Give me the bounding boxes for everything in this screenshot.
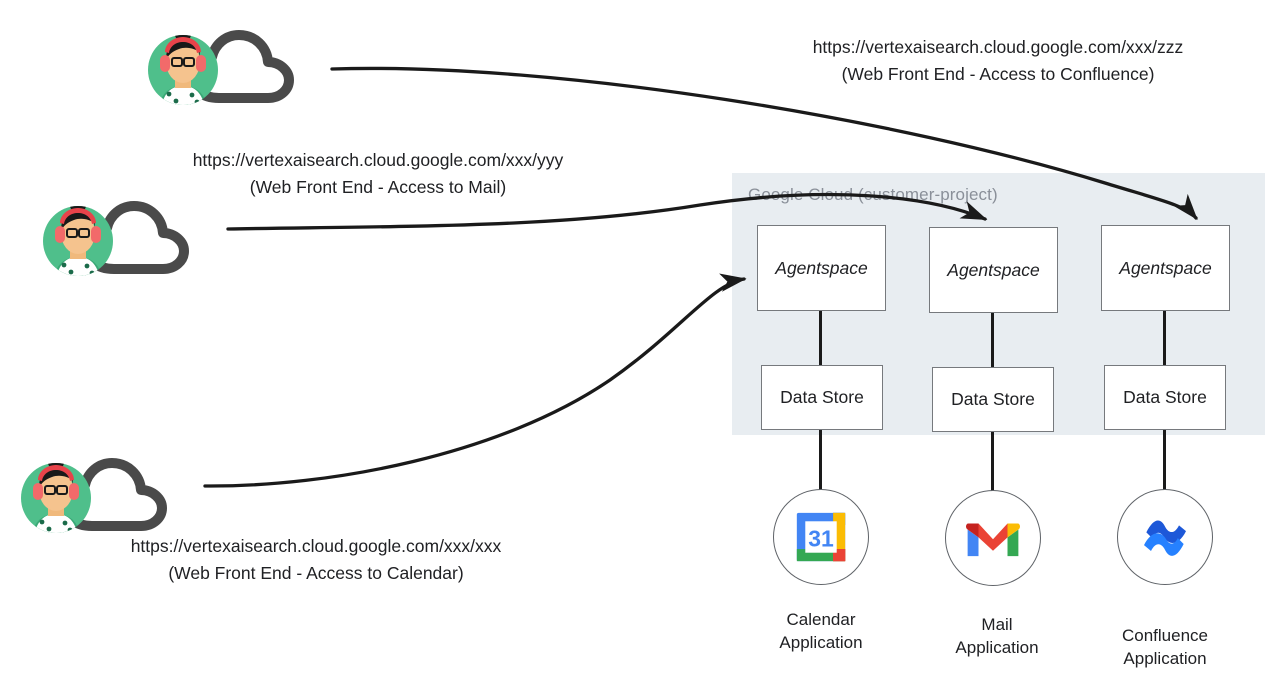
url-label-confluence: https://vertexaisearch.cloud.google.com/…	[806, 34, 1190, 88]
datastore-box-mail[interactable]: Data Store	[932, 367, 1054, 432]
connector-datastore-app-calendar	[819, 430, 823, 492]
connector-agentspace-datastore-calendar	[819, 311, 823, 365]
arrow-calendar-user-to-agentspace	[203, 273, 747, 488]
url-label-calendar: https://vertexaisearch.cloud.google.com/…	[124, 533, 508, 587]
agentspace-box-calendar[interactable]: Agentspace	[757, 225, 886, 311]
url-description: (Web Front End - Access to Confluence)	[841, 64, 1155, 85]
gmail-icon	[966, 523, 1020, 557]
connector-agentspace-datastore-mail	[991, 313, 995, 367]
app-caption-line1: Calendar	[786, 610, 856, 629]
svg-text:31: 31	[808, 526, 834, 552]
app-circle-confluence[interactable]	[1117, 489, 1213, 585]
datastore-label: Data Store	[780, 387, 864, 407]
google-calendar-icon: 31	[796, 512, 846, 562]
user-cloud-group	[43, 201, 189, 276]
user-group-confluence[interactable]	[147, 22, 332, 112]
agentspace-box-confluence[interactable]: Agentspace	[1101, 225, 1230, 311]
app-circle-calendar[interactable]: 31	[773, 489, 869, 585]
url-label-mail: https://vertexaisearch.cloud.google.com/…	[186, 147, 570, 201]
agentspace-box-mail[interactable]: Agentspace	[929, 227, 1058, 313]
datastore-box-confluence[interactable]: Data Store	[1104, 365, 1226, 430]
app-circle-mail[interactable]	[945, 490, 1041, 586]
url-description: (Web Front End - Access to Calendar)	[168, 563, 464, 584]
connector-datastore-app-mail	[991, 432, 995, 492]
user-group-mail[interactable]	[42, 193, 227, 283]
google-cloud-container-label: Google Cloud (customer-project)	[748, 185, 998, 204]
url-text: https://vertexaisearch.cloud.google.com/…	[130, 536, 502, 556]
app-caption-line1: Mail	[981, 615, 1013, 634]
app-caption-mail: Mail Application	[912, 614, 1082, 660]
url-text: https://vertexaisearch.cloud.google.com/…	[812, 37, 1184, 57]
user-cloud-group	[148, 30, 294, 105]
datastore-box-calendar[interactable]: Data Store	[761, 365, 883, 430]
user-avatar-icon	[43, 206, 113, 276]
connector-datastore-app-confluence	[1163, 430, 1167, 492]
user-avatar-icon	[21, 463, 91, 533]
app-caption-line2: Application	[1123, 648, 1207, 668]
app-caption-calendar: Calendar Application	[736, 609, 906, 655]
agentspace-label: Agentspace	[1119, 257, 1212, 278]
app-caption-line2: Application	[779, 632, 863, 652]
url-text: https://vertexaisearch.cloud.google.com/…	[192, 150, 564, 170]
app-caption-line1: Confluence	[1121, 626, 1208, 645]
agentspace-label: Agentspace	[947, 259, 1040, 280]
connector-agentspace-datastore-confluence	[1163, 311, 1167, 365]
datastore-label: Data Store	[1123, 387, 1207, 407]
user-avatar-icon	[148, 35, 218, 105]
user-cloud-group	[21, 458, 167, 533]
datastore-label: Data Store	[951, 389, 1035, 409]
url-description: (Web Front End - Access to Mail)	[249, 177, 507, 198]
app-caption-confluence: Confluence Application	[1080, 625, 1250, 671]
user-group-calendar[interactable]	[20, 450, 205, 540]
agentspace-label: Agentspace	[775, 257, 868, 278]
app-caption-line2: Application	[955, 637, 1039, 657]
confluence-icon	[1144, 520, 1186, 556]
